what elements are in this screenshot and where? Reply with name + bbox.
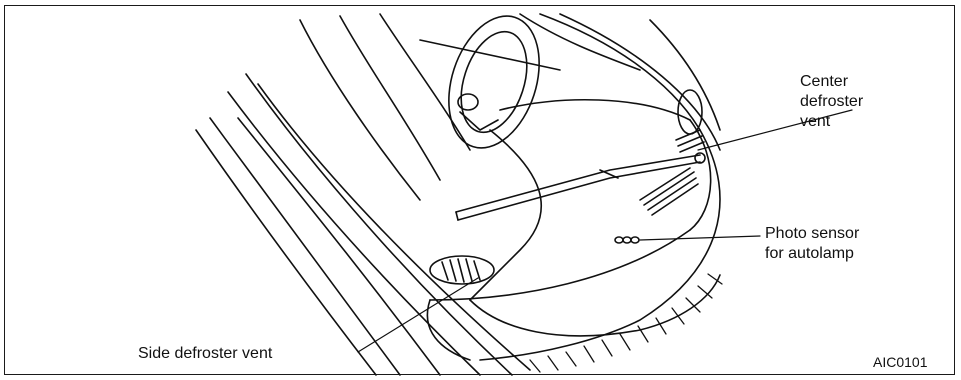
a-pillar — [195, 73, 531, 376]
label-line: vent — [800, 113, 831, 130]
steering-wheel — [448, 15, 540, 149]
label-line: Photo sensor — [765, 225, 860, 242]
hood-louvers — [529, 273, 723, 373]
photo-sensor-dots — [614, 236, 640, 244]
dashboard — [426, 99, 721, 361]
wiper-arm — [455, 152, 706, 221]
label-photo-sensor: Photo sensor for autolamp — [765, 224, 859, 264]
label-center-defroster-vent: Center defroster vent — [800, 72, 863, 132]
figure-code: AIC0101 — [873, 354, 928, 370]
side-vent — [429, 255, 495, 285]
label-line: for autolamp — [765, 245, 854, 262]
leader-lines — [357, 109, 853, 353]
body-outline — [479, 13, 721, 361]
center-vent-slats — [639, 89, 705, 216]
windshield-lines — [299, 13, 641, 201]
label-line: defroster — [800, 93, 864, 110]
label-line: Center — [800, 73, 849, 90]
label-side-defroster-vent: Side defroster vent — [138, 345, 273, 362]
